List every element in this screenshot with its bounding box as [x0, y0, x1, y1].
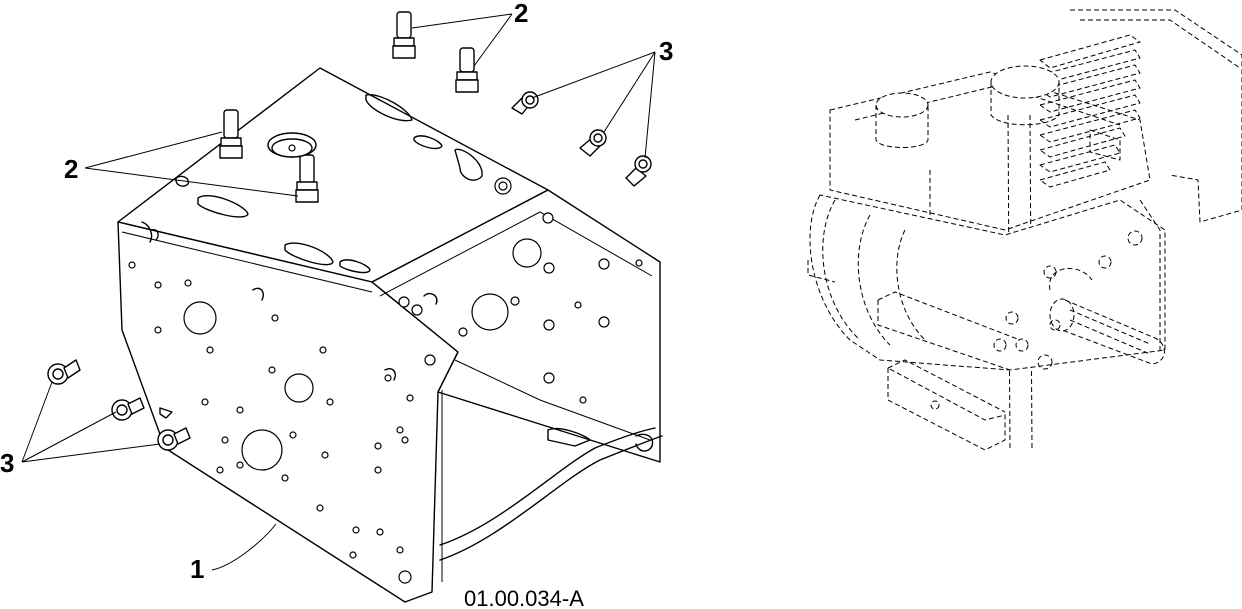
callout-1: 1: [190, 554, 204, 584]
callout-labels: 1 2 2 3 3: [0, 0, 673, 584]
stud-bolts: [219, 11, 479, 203]
frame-assembly: [117, 67, 663, 603]
drawing-code: 01.00.034-A: [464, 586, 584, 609]
callout-2-top: 2: [514, 0, 528, 28]
leader-lines: [21, 13, 656, 571]
engine-reference-outline: [807, 9, 1242, 451]
callout-3-top: 3: [659, 36, 673, 66]
callout-2-left: 2: [64, 154, 78, 184]
callout-3-left: 3: [0, 448, 14, 478]
self-tapping-screws: [47, 91, 652, 451]
